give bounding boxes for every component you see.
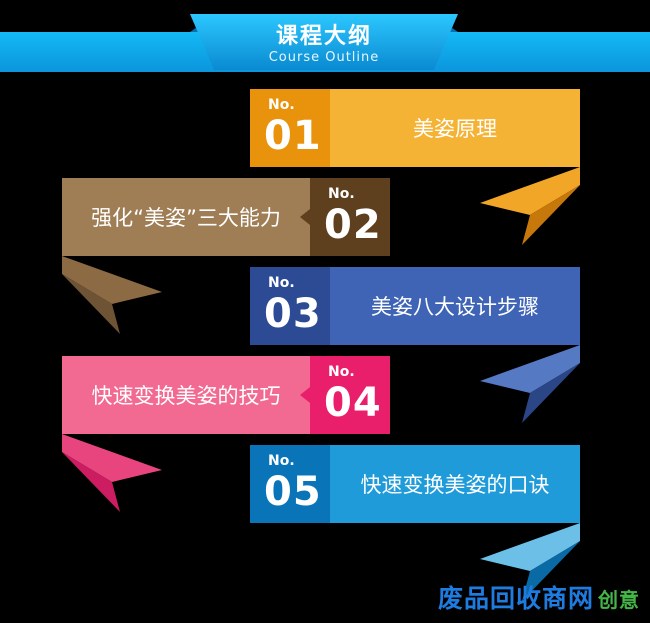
watermark-logo: 废品回收商网创意 <box>438 579 640 615</box>
item-label: 快速变换美姿的技巧 <box>62 356 310 434</box>
notch-arrow <box>300 209 310 225</box>
ribbon-fold-tail <box>480 345 580 423</box>
number-prefix: No. <box>268 453 295 469</box>
number-badge: No. 03 <box>250 267 330 345</box>
item-label: 强化“美姿”三大能力 <box>62 178 310 256</box>
number-prefix: No. <box>328 186 355 202</box>
number-value: 02 <box>324 202 382 248</box>
number-value: 01 <box>264 113 322 159</box>
number-badge: No. 02 <box>310 178 390 256</box>
ribbon-fold-tail <box>480 523 580 601</box>
outline-item-01: No. 01 美姿原理 <box>250 89 580 167</box>
number-badge: No. 01 <box>250 89 330 167</box>
outline-item-03: No. 03 美姿八大设计步骤 <box>250 267 580 345</box>
outline-item-04: 快速变换美姿的技巧 No. 04 <box>62 356 390 434</box>
number-badge: No. 05 <box>250 445 330 523</box>
ribbon-fold-tail <box>62 256 162 334</box>
outline-item-02: 强化“美姿”三大能力 No. 02 <box>62 178 390 256</box>
number-badge: No. 04 <box>310 356 390 434</box>
item-label: 快速变换美姿的口诀 <box>330 445 580 523</box>
number-value: 05 <box>264 469 322 515</box>
number-prefix: No. <box>268 97 295 113</box>
number-value: 03 <box>264 291 322 337</box>
ribbon-fold-tail <box>62 434 162 512</box>
number-prefix: No. <box>268 275 295 291</box>
item-label: 美姿八大设计步骤 <box>330 267 580 345</box>
page-subtitle: Course Outline <box>268 50 380 65</box>
watermark-text: 废品回收商网 <box>437 584 594 613</box>
outline-item-05: No. 05 快速变换美姿的口诀 <box>250 445 580 523</box>
ribbon-fold-tail <box>480 167 580 245</box>
header-banner-center <box>190 14 458 70</box>
watermark-accent-text: 创意 <box>598 588 640 612</box>
item-label: 美姿原理 <box>330 89 580 167</box>
number-prefix: No. <box>328 364 355 380</box>
page-title: 课程大纲 <box>275 24 372 49</box>
notch-arrow <box>300 387 310 403</box>
number-value: 04 <box>324 380 382 426</box>
